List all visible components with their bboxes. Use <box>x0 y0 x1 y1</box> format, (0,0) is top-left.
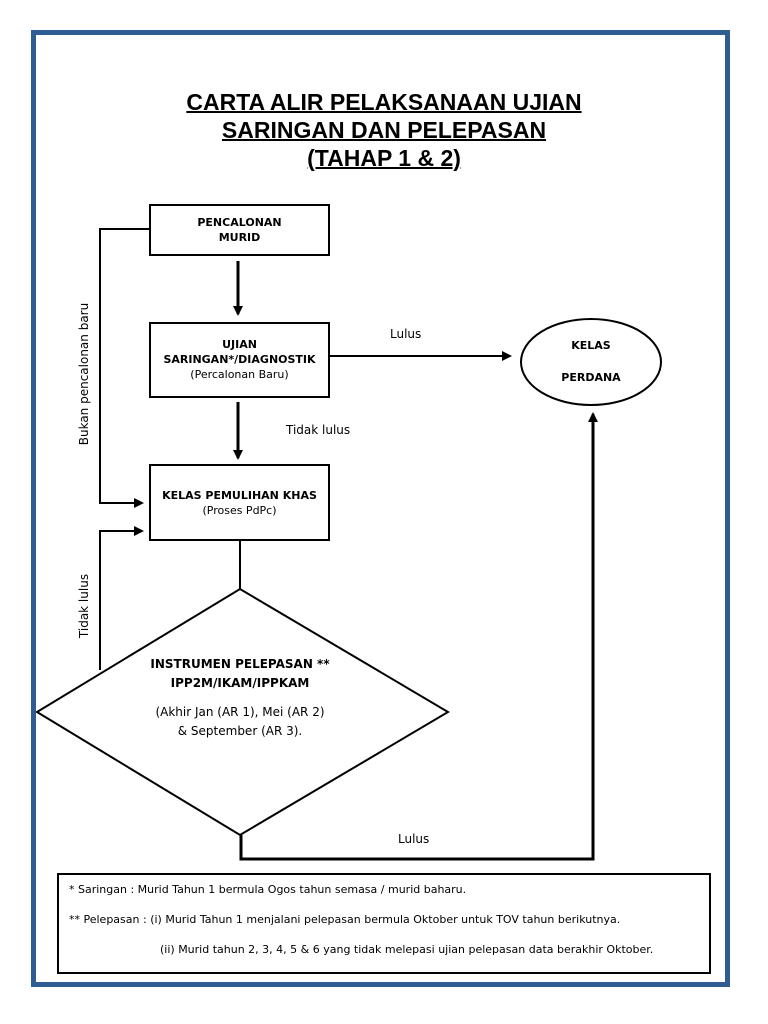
page-frame <box>31 30 730 987</box>
notes-box: * Saringan : Murid Tahun 1 bermula Ogos … <box>57 873 711 974</box>
kelas-perdana-label-1: KELAS <box>571 339 611 352</box>
instrumen-line-4: & September (AR 3). <box>177 724 303 738</box>
edge-label-lulus-bottom: Lulus <box>398 832 430 846</box>
kelas-pemulihan-box: KELAS PEMULIHAN KHAS (Proses PdPc) <box>149 464 330 541</box>
ujian-line-3: (Percalonan Baru) <box>190 368 289 381</box>
page-title: CARTA ALIR PELAKSANAAN UJIAN SARINGAN DA… <box>0 88 768 172</box>
edge-label-lulus-top: Lulus <box>390 327 422 341</box>
note-pelepasan-ii: (ii) Murid tahun 2, 3, 4, 5 & 6 yang tid… <box>160 943 654 956</box>
instrumen-line-2: IPP2M/IKAM/IPPKAM <box>170 676 310 690</box>
kelas-perdana-ellipse <box>520 318 662 406</box>
ujian-line-1: UJIAN <box>222 338 257 351</box>
arrow-instrumen-to-perdana <box>239 412 598 861</box>
ujian-saringan-box: UJIAN SARINGAN*/DIAGNOSTIK (Percalonan B… <box>149 322 330 398</box>
pencalonan-murid-box: PENCALONAN MURID <box>149 204 330 256</box>
arrow-instrumen-to-pemulihan <box>99 526 144 670</box>
pemulihan-line-1: KELAS PEMULIHAN KHAS <box>162 489 317 502</box>
pencalonan-line-1: PENCALONAN <box>197 216 282 229</box>
instrumen-text: INSTRUMEN PELEPASAN ** IPP2M/IKAM/IPPKAM… <box>120 655 360 741</box>
kelas-perdana-label-2: PERDANA <box>561 371 621 384</box>
title-line-3: (TAHAP 1 & 2) <box>307 145 461 171</box>
pencalonan-line-2: MURID <box>218 231 261 244</box>
instrumen-line-1: INSTRUMEN PELEPASAN ** <box>150 657 330 671</box>
ujian-line-2: SARINGAN*/DIAGNOSTIK <box>163 353 316 366</box>
instrumen-line-3: (Akhir Jan (AR 1), Mei (AR 2) <box>155 705 325 719</box>
instrumen-diamond <box>35 587 450 837</box>
edge-label-bukan-pencalonan: Bukan pencalonan baru <box>77 302 91 446</box>
title-line-2: SARINGAN DAN PELEPASAN <box>221 117 547 143</box>
edge-label-tidak-lulus-mid: Tidak lulus <box>286 423 351 437</box>
note-pelepasan-i: ** Pelepasan : (i) Murid Tahun 1 menjala… <box>69 913 621 926</box>
edge-label-tidak-lulus-left: Tidak lulus <box>77 573 91 639</box>
title-line-1: CARTA ALIR PELAKSANAAN UJIAN <box>186 89 582 115</box>
arrow-pencalonan-to-pemulihan <box>99 228 150 508</box>
note-saringan: * Saringan : Murid Tahun 1 bermula Ogos … <box>69 883 467 896</box>
pemulihan-line-2: (Proses PdPc) <box>202 504 277 517</box>
